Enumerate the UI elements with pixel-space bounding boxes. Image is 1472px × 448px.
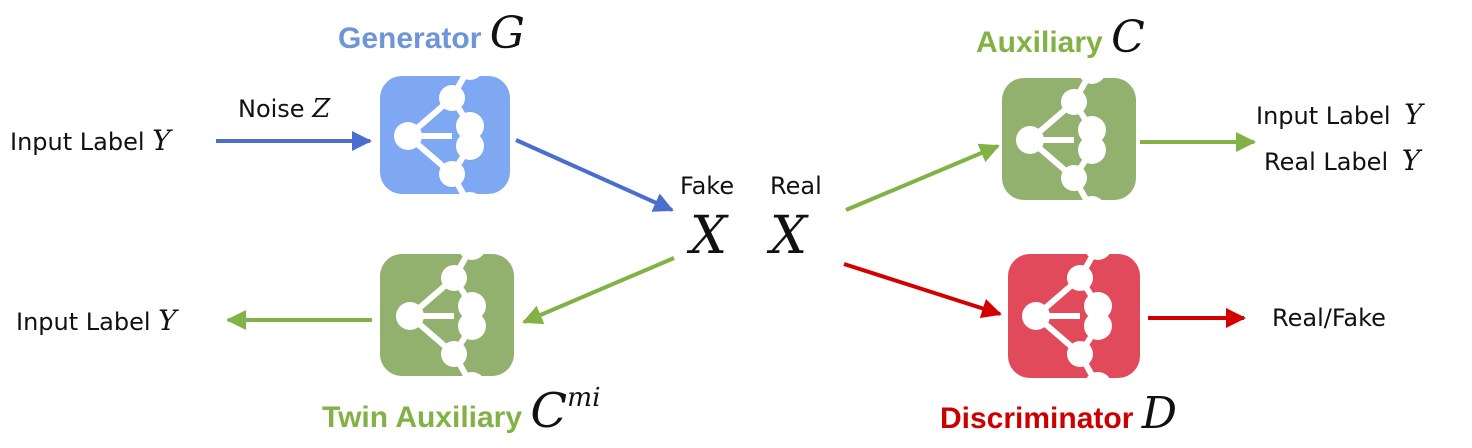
twin-auxiliary-output-label-text: Input Label <box>16 308 151 336</box>
fake-to-twin-auxiliary-arrow <box>522 256 675 325</box>
twin-auxiliary-output-label-var: Y <box>158 304 177 337</box>
generator-title: Generator G <box>338 8 525 59</box>
twin-auxiliary-symbol-superscript: mi <box>567 382 601 413</box>
discriminator-symbol: D <box>1141 388 1178 439</box>
generator-to-fake-arrow <box>515 138 674 212</box>
discriminator-name: Discriminator <box>940 402 1134 435</box>
fake-label: Fake <box>680 172 735 200</box>
generator-input-label-text: Input Label <box>10 128 145 156</box>
noise-label: Noise Z <box>238 94 330 124</box>
auxiliary-block <box>1002 56 1136 224</box>
auxiliary-output-real-label-var: Y <box>1401 144 1421 177</box>
fake-sample-var: X <box>690 206 728 266</box>
twin-auxiliary-output-label: Input Label Y <box>16 304 177 337</box>
auxiliary-name: Auxiliary <box>976 26 1103 59</box>
generator-input-label: Input Label Y <box>10 124 171 157</box>
twin-auxiliary-symbol: Cmi <box>530 382 601 440</box>
noise-label-var: Z <box>312 94 331 124</box>
real-to-auxiliary-arrow <box>845 143 1000 212</box>
auxiliary-output-input-label-var: Y <box>1404 98 1423 131</box>
noise-label-text: Noise <box>238 95 305 123</box>
twin-auxiliary-symbol-base: C <box>530 383 568 440</box>
real-sample-var: X <box>770 206 808 266</box>
real-label: Real <box>770 172 822 200</box>
auxiliary-symbol: C <box>1111 12 1145 63</box>
real-to-discriminator-arrow <box>843 262 1002 319</box>
generator-name: Generator <box>338 22 482 55</box>
twin-auxiliary-block <box>380 232 514 400</box>
auxiliary-output-input-label: Input Label Y <box>1256 98 1423 131</box>
discriminator-block <box>1008 232 1140 400</box>
twin-auxiliary-title: Twin Auxiliary Cmi <box>322 382 601 439</box>
auxiliary-title: Auxiliary C <box>976 12 1145 63</box>
generator-block <box>380 52 510 220</box>
discriminator-title: Discriminator D <box>940 388 1177 439</box>
generator-input-label-var: Y <box>152 124 171 157</box>
auxiliary-output-real-label-text: Real Label <box>1264 148 1389 176</box>
twin-auxiliary-name: Twin Auxiliary <box>322 401 523 435</box>
auxiliary-output-real-label: Real Label Y <box>1264 144 1420 177</box>
discriminator-output-label: Real/Fake <box>1272 304 1386 332</box>
auxiliary-output-input-label-text: Input Label <box>1256 102 1391 130</box>
generator-symbol: G <box>489 8 525 59</box>
